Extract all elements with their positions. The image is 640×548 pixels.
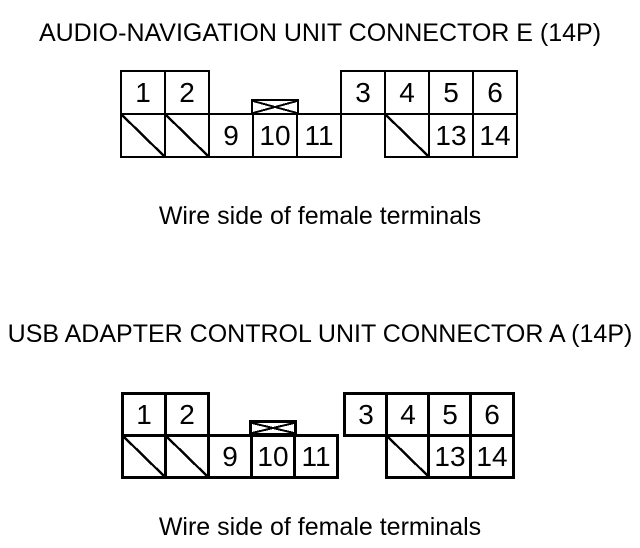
pin-cell-4: 4 — [385, 392, 431, 437]
pin-cell-10: 10 — [252, 113, 298, 158]
pin-cell-3: 3 — [343, 392, 389, 437]
connector-key-tab — [249, 420, 297, 436]
pin-cell-5: 5 — [427, 392, 473, 437]
pin-cell-2: 2 — [164, 392, 210, 437]
pin-cell-6: 6 — [472, 70, 518, 115]
pin-cell-10: 10 — [250, 434, 296, 479]
pin-cell-5: 5 — [428, 70, 474, 115]
pin-cell-9: 9 — [208, 113, 254, 158]
connector-title-usb-adapter: USB ADAPTER CONTROL UNIT CONNECTOR A (14… — [7, 320, 633, 348]
pin-cell-blocked — [121, 434, 167, 479]
connector-key-tab — [251, 99, 299, 115]
pin-cell-13: 13 — [427, 434, 473, 479]
pin-cell-blocked — [164, 113, 210, 158]
pin-cell-4: 4 — [384, 70, 430, 115]
pin-cell-blocked — [164, 434, 210, 479]
connector-title-audio-navigation: AUDIO-NAVIGATION UNIT CONNECTOR E (14P) — [38, 19, 602, 47]
pin-cell-14: 14 — [469, 434, 515, 479]
pin-cell-3: 3 — [340, 70, 386, 115]
pin-cell-blocked — [385, 434, 431, 479]
pin-cell-14: 14 — [472, 113, 518, 158]
pin-cell-11: 11 — [293, 434, 339, 479]
pin-cell-13: 13 — [428, 113, 474, 158]
pin-cell-2: 2 — [164, 70, 210, 115]
pin-cell-11: 11 — [296, 113, 342, 158]
pin-cell-1: 1 — [120, 70, 166, 115]
wire-side-caption-audio-navigation: Wire side of female terminals — [158, 202, 482, 230]
pin-cell-blocked — [120, 113, 166, 158]
wire-side-caption-usb-adapter: Wire side of female terminals — [158, 513, 482, 541]
pin-cell-9: 9 — [207, 434, 253, 479]
pin-cell-6: 6 — [469, 392, 515, 437]
pin-cell-1: 1 — [121, 392, 167, 437]
pin-cell-blocked — [384, 113, 430, 158]
